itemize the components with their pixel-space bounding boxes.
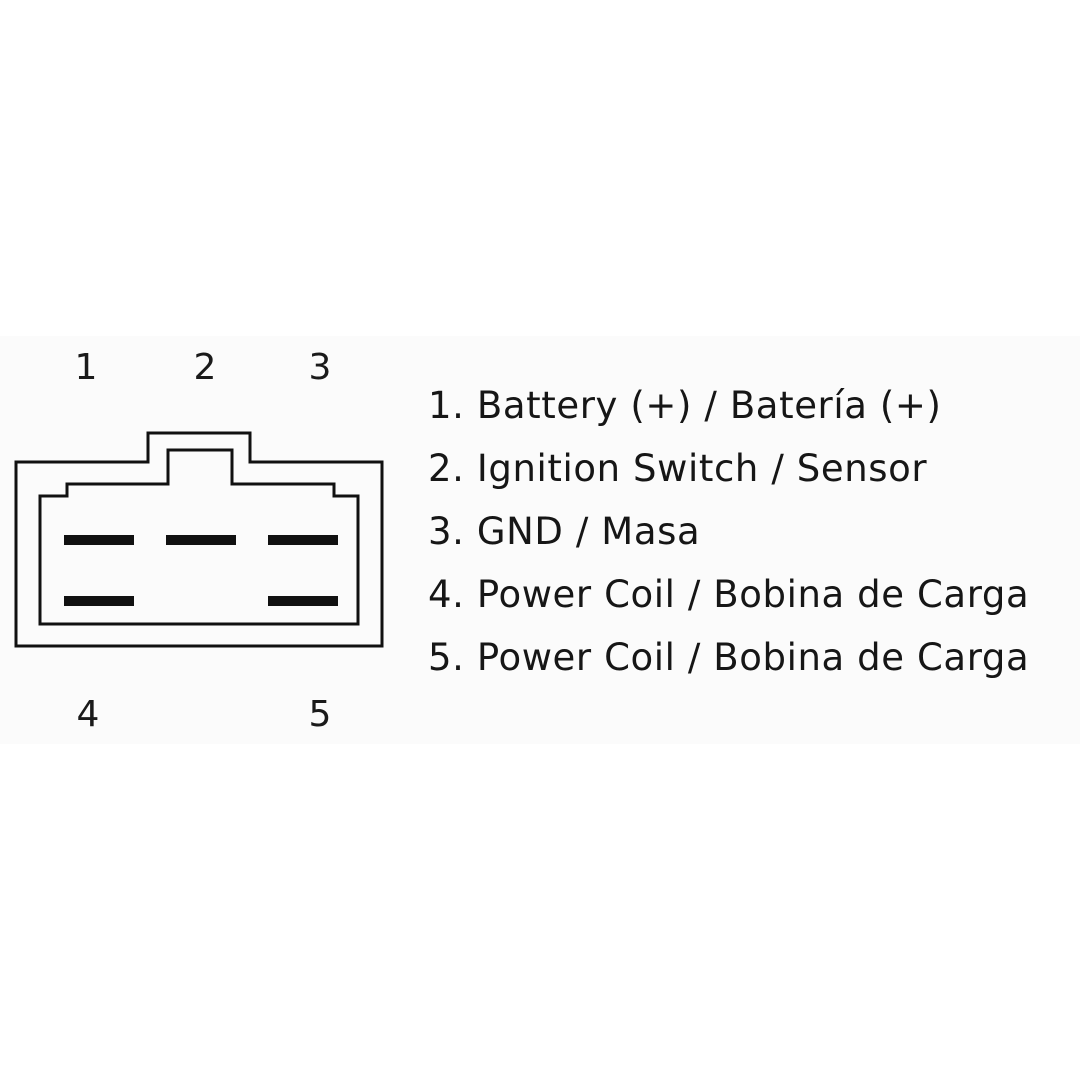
pin-number-2: 2 [193,347,217,388]
pin-legend: 1. Battery (+) / Batería (+) 2. Ignition… [428,374,1078,689]
pin-number-4: 4 [76,694,100,735]
pin-number-5: 5 [308,694,332,735]
legend-item-4: 4. Power Coil / Bobina de Carga [428,573,1030,616]
legend-item-5: 5. Power Coil / Bobina de Carga [428,636,1030,679]
pin-number-3: 3 [308,347,332,388]
legend-item-1: 1. Battery (+) / Batería (+) [428,384,942,427]
legend-item-3: 3. GND / Masa [428,510,701,553]
legend-item-2: 2. Ignition Switch / Sensor [428,447,928,490]
pin-number-1: 1 [74,347,98,388]
